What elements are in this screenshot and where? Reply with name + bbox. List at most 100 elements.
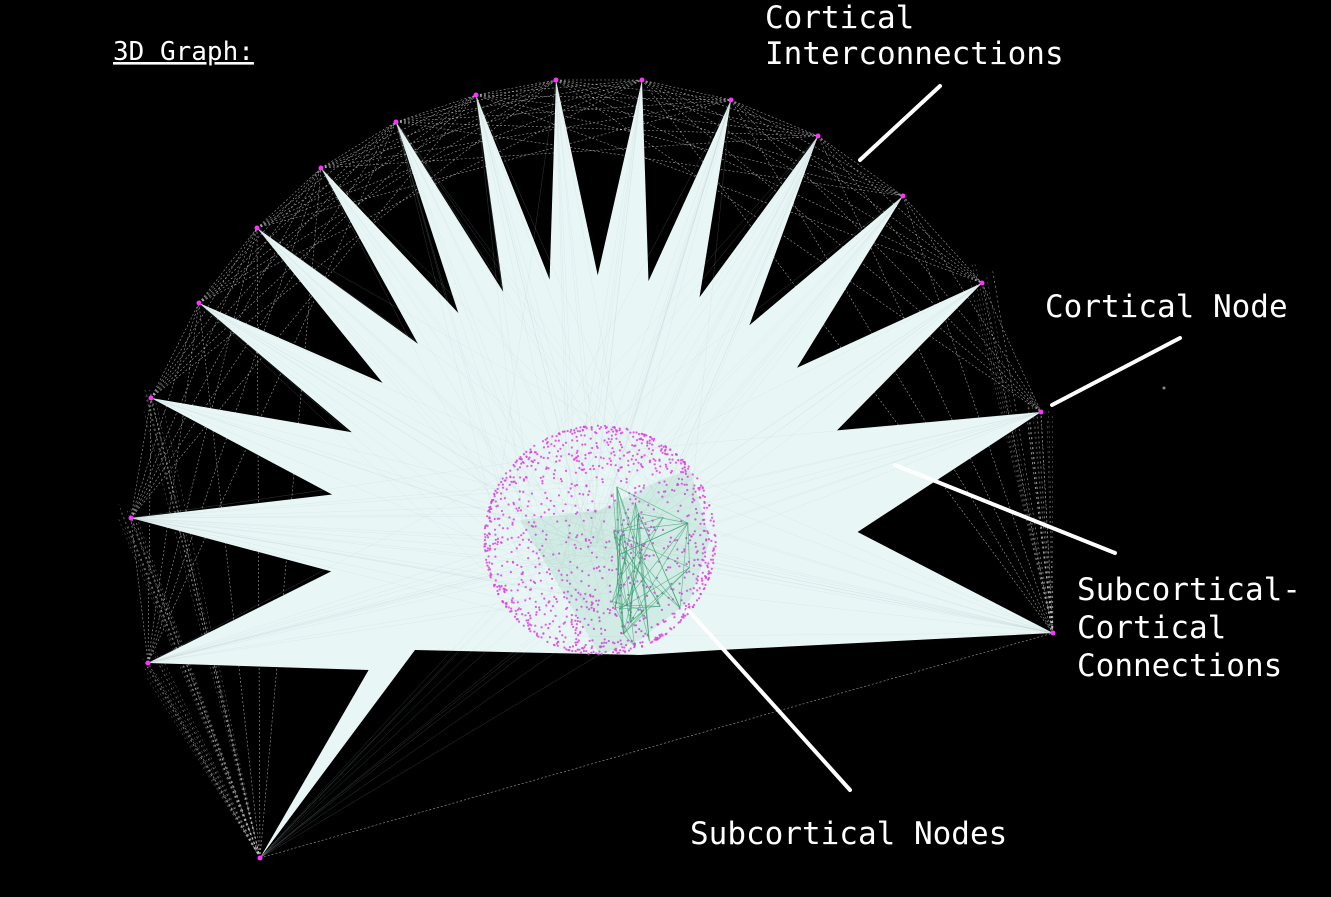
subcortical-node (710, 519, 712, 521)
subcortical-node (590, 438, 592, 440)
subcortical-node (531, 493, 533, 495)
subcortical-node (512, 562, 514, 564)
subcortical-node (610, 460, 612, 462)
subcortical-node (516, 564, 518, 566)
cortical-node (980, 281, 985, 286)
subcortical-node (556, 435, 558, 437)
subcortical-node (638, 449, 640, 451)
subcortical-node (708, 572, 710, 574)
subcortical-node (681, 459, 683, 461)
subcortical-node (642, 641, 644, 643)
subcortical-node (641, 442, 643, 444)
subcortical-node (559, 460, 561, 462)
subcortical-node (584, 457, 586, 459)
subcortical-node (646, 445, 648, 447)
subcortical-node (488, 566, 490, 568)
subcortical-node (555, 598, 557, 600)
subcortical-node (658, 445, 660, 447)
subcortical-node (606, 432, 608, 434)
subcortical-node (633, 463, 635, 465)
subcortical-node (502, 514, 504, 516)
subcortical-node (621, 432, 623, 434)
subcortical-node (544, 613, 546, 615)
subcortical-node (494, 490, 496, 492)
subcortical-node (525, 451, 527, 453)
subcortical-node (517, 536, 519, 538)
subcortical-node (550, 500, 552, 502)
subcortical-node (501, 542, 503, 544)
subcortical-node (556, 601, 558, 603)
subcortical-node (527, 612, 529, 614)
subcortical-node (549, 636, 551, 638)
subcortical-node (714, 535, 716, 537)
subcortical-node (501, 536, 503, 538)
subcortical-node (504, 585, 506, 587)
subcortical-node (541, 482, 543, 484)
subcortical-node (607, 444, 609, 446)
subcortical-node (641, 433, 643, 435)
subcortical-node (701, 583, 703, 585)
subcortical-node (681, 468, 683, 470)
subcortical-node (698, 597, 700, 599)
subcortical-node (525, 456, 527, 458)
subcortical-node (662, 634, 664, 636)
subcortical-node (508, 503, 510, 505)
subcortical-node (553, 596, 555, 598)
subcortical-node (623, 646, 625, 648)
subcortical-node (517, 510, 519, 512)
subcortical-node (516, 547, 518, 549)
subcortical-node (611, 447, 613, 449)
subcortical-node (502, 477, 504, 479)
subcortical-node (484, 539, 486, 541)
subcortical-node (553, 513, 555, 515)
subcortical-node (535, 601, 537, 603)
subcortical-node (579, 430, 581, 432)
subcortical-node (495, 500, 497, 502)
subcortical-node (496, 543, 498, 545)
cortical-node (816, 134, 821, 139)
subcortical-node (692, 606, 694, 608)
subcortical-node (493, 585, 495, 587)
subcortical-node (528, 457, 530, 459)
cortical-node (146, 661, 151, 666)
subcortical-node (533, 631, 535, 633)
subcortical-node (626, 481, 628, 483)
subcortical-node (619, 441, 621, 443)
subcortical-node (597, 425, 599, 427)
subcortical-node (659, 471, 661, 473)
label-subcortical-cortical-line2: Cortical (1077, 610, 1226, 646)
subcortical-node (704, 562, 706, 564)
subcortical-node (699, 587, 701, 589)
page-title: 3D Graph: (113, 37, 254, 67)
subcortical-node (650, 641, 652, 643)
subcortical-node (490, 521, 492, 523)
subcortical-node (550, 443, 552, 445)
subcortical-node (571, 439, 573, 441)
subcortical-node (571, 650, 573, 652)
subcortical-node (538, 606, 540, 608)
subcortical-node (556, 455, 558, 457)
subcortical-node (555, 615, 557, 617)
subcortical-node (532, 461, 534, 463)
subcortical-node (517, 609, 519, 611)
subcortical-node (563, 623, 565, 625)
subcortical-node (711, 513, 713, 515)
subcortical-node (651, 444, 653, 446)
subcortical-node (502, 484, 504, 486)
subcortical-node (528, 500, 530, 502)
subcortical-node (675, 462, 677, 464)
subcortical-node (665, 446, 667, 448)
subcortical-node (520, 456, 522, 458)
subcortical-node (637, 462, 639, 464)
cortical-node (319, 166, 324, 171)
subcortical-node (536, 611, 538, 613)
subcortical-node (505, 477, 507, 479)
subcortical-node (490, 576, 492, 578)
subcortical-node (621, 466, 623, 468)
subcortical-node (612, 651, 614, 653)
subcortical-node (502, 527, 504, 529)
subcortical-node (583, 646, 585, 648)
subcortical-node (631, 444, 633, 446)
subcortical-node (576, 450, 578, 452)
subcortical-node (611, 494, 613, 496)
